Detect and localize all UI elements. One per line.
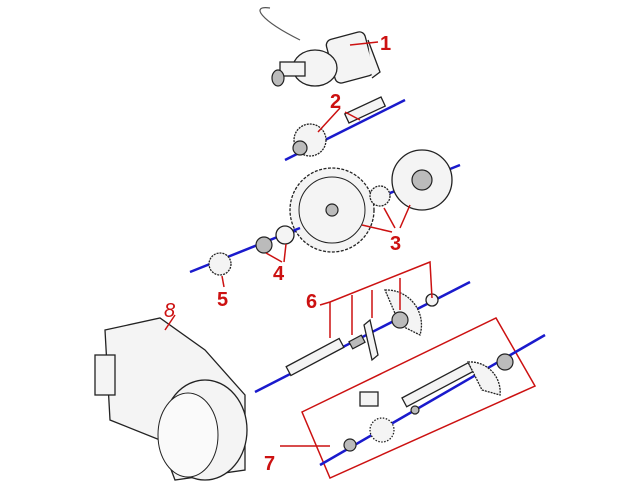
small-pinion bbox=[369, 185, 391, 207]
leader-line-1 bbox=[349, 41, 379, 46]
bracket-7-box bbox=[301, 317, 537, 479]
bracket-6-top bbox=[319, 260, 433, 306]
bearing bbox=[255, 236, 273, 254]
leader-line-4a bbox=[265, 252, 283, 263]
label-5: 5 bbox=[217, 289, 228, 311]
leader-line-3b bbox=[383, 207, 396, 229]
leader-line-2a bbox=[317, 107, 341, 133]
small-gear bbox=[208, 252, 232, 276]
leader-line-5 bbox=[221, 275, 225, 288]
leader-line-8 bbox=[164, 314, 176, 331]
shaft-assembly-6 bbox=[285, 289, 439, 377]
label-6: 6 bbox=[306, 291, 317, 313]
large-gear bbox=[289, 167, 375, 253]
washer bbox=[275, 225, 295, 245]
label-8: 8 bbox=[164, 300, 175, 322]
leader-line-3a bbox=[361, 224, 393, 233]
leader-line-4b bbox=[283, 243, 287, 263]
gearbox-cover bbox=[94, 317, 248, 481]
label-2: 2 bbox=[330, 91, 341, 113]
label-3: 3 bbox=[390, 233, 401, 255]
label-4: 4 bbox=[273, 263, 285, 285]
label-1: 1 bbox=[380, 33, 391, 55]
clutch-disc bbox=[391, 149, 453, 211]
label-7: 7 bbox=[264, 453, 275, 475]
starter-motor bbox=[259, 7, 381, 87]
leader-line-2b bbox=[344, 111, 361, 121]
leader-line-3c bbox=[399, 204, 411, 229]
shaft-assembly-7 bbox=[343, 353, 514, 452]
